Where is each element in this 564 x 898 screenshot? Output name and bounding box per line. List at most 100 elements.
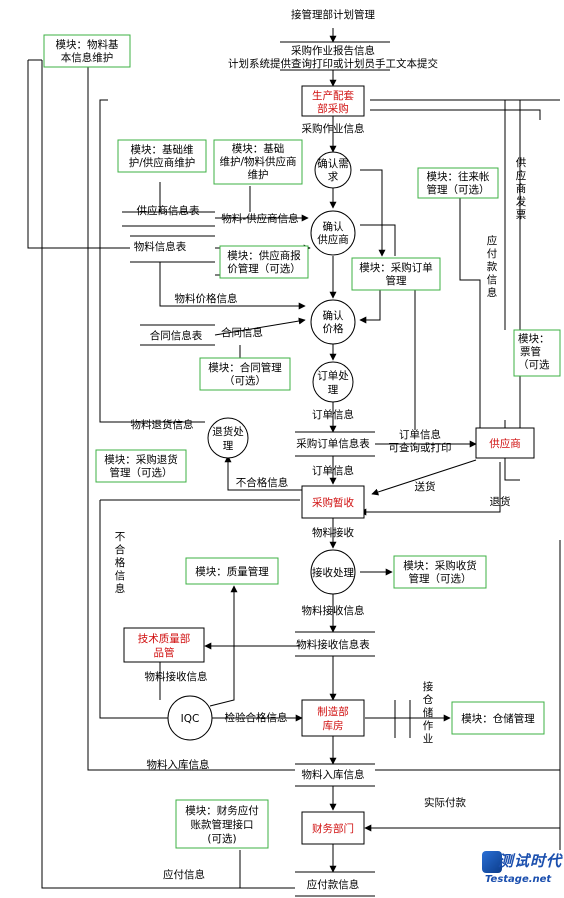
node-manufacturing-warehouse: 制造部 库房 <box>301 699 365 737</box>
svg-text:物料信息表: 物料信息表 <box>134 240 187 253</box>
svg-text:送货: 送货 <box>415 480 436 493</box>
module-finance-ap: 模块：财务应付 账款管理接口 (可选) <box>175 799 269 849</box>
node-production-procurement: 生产配套 部采购 <box>301 85 365 117</box>
module-receiving: 模块：采购收货 管理（可选） <box>393 555 487 589</box>
svg-text:（可选: （可选 <box>518 358 550 371</box>
process-label: 价格 <box>323 322 344 335</box>
process-return-processing: 退货处 理 <box>207 417 249 459</box>
svg-text:模块：供应商报: 模块：供应商报 <box>227 249 301 262</box>
svg-text:维护/物料供应商: 维护/物料供应商 <box>219 155 296 168</box>
watermark-logo-icon <box>482 851 502 873</box>
svg-text:合: 合 <box>115 543 126 556</box>
flow-labels: 接管理部计划管理 采购作业报告信息 计划系统提供查询打印或计划员手工文本提交 采… <box>115 8 527 891</box>
svg-text:应: 应 <box>487 234 498 247</box>
svg-text:供应商: 供应商 <box>489 437 521 450</box>
node-supplier: 供应商 <box>475 427 535 459</box>
module-contract: 模块：合同管理 （可选） <box>199 357 291 391</box>
connectors <box>27 28 561 897</box>
svg-text:本信息维护: 本信息维护 <box>61 51 114 64</box>
svg-text:物料价格信息: 物料价格信息 <box>175 292 238 305</box>
svg-text:生产配套: 生产配套 <box>312 89 354 102</box>
svg-text:付: 付 <box>487 247 498 260</box>
svg-text:模块：: 模块： <box>518 333 550 345</box>
svg-text:价管理（可选）: 价管理（可选） <box>227 262 301 275</box>
svg-text:商: 商 <box>516 182 527 195</box>
svg-text:品管: 品管 <box>154 646 175 659</box>
svg-text:模块：财务应付: 模块：财务应付 <box>185 804 259 817</box>
svg-text:物料退货信息: 物料退货信息 <box>131 418 194 431</box>
module-supplier-quote: 模块：供应商报 价管理（可选） <box>219 245 309 279</box>
process-label: 确认 <box>323 309 344 322</box>
svg-text:(可选): (可选) <box>207 832 236 845</box>
process-label: 确认 <box>323 220 344 233</box>
svg-text:部采购: 部采购 <box>317 102 349 115</box>
svg-text:管理（可选）: 管理（可选） <box>427 183 490 196</box>
svg-text:模块：质量管理: 模块：质量管理 <box>195 565 269 578</box>
svg-text:模块：采购订单: 模块：采购订单 <box>359 261 433 274</box>
process-iqc: IQC <box>167 695 213 741</box>
svg-text:技术质量部: 技术质量部 <box>138 632 191 645</box>
svg-text:合同信息表: 合同信息表 <box>150 329 203 342</box>
svg-text:退货: 退货 <box>490 495 511 508</box>
header-source: 接管理部计划管理 <box>291 8 375 21</box>
svg-text:模块：物料基: 模块：物料基 <box>56 38 119 51</box>
svg-text:款: 款 <box>487 260 498 273</box>
svg-text:票: 票 <box>516 209 527 221</box>
svg-text:管理: 管理 <box>386 274 407 287</box>
svg-text:不合格信息: 不合格信息 <box>236 476 289 489</box>
svg-text:可查询或打印: 可查询或打印 <box>389 441 452 454</box>
svg-text:物料-供应商信息: 物料-供应商信息 <box>221 212 298 225</box>
module-material-basic: 模块：物料基 本信息维护 <box>43 34 131 68</box>
svg-text:模块：往来帐: 模块：往来帐 <box>427 170 490 183</box>
header-report-2: 计划系统提供查询打印或计划员手工文本提交 <box>228 57 438 70</box>
process-label: 接收处理 <box>312 566 354 579</box>
process-label: 求 <box>328 171 339 183</box>
svg-text:维护: 维护 <box>248 168 269 181</box>
svg-text:订单信息: 订单信息 <box>399 428 441 441</box>
svg-text:应付信息: 应付信息 <box>163 868 205 881</box>
process-confirm-price: 确认 价格 <box>310 299 356 345</box>
svg-text:应付款信息: 应付款信息 <box>307 878 360 891</box>
process-receive-processing: 接收处理 <box>310 549 356 595</box>
svg-text:制造部: 制造部 <box>317 705 349 718</box>
process-label: 理 <box>328 384 339 396</box>
svg-text:模块：仓储管理: 模块：仓储管理 <box>461 712 535 725</box>
svg-text:接: 接 <box>423 680 434 693</box>
module-basic-supplier: 模块：基础维 护/供应商维护 <box>117 139 207 173</box>
process-label: 退货处 <box>212 425 244 438</box>
svg-text:物料入库信息: 物料入库信息 <box>147 758 210 771</box>
module-purchase-order: 模块：采购订单 管理 <box>351 257 441 291</box>
svg-text:模块：采购收货: 模块：采购收货 <box>403 559 477 572</box>
process-label: IQC <box>181 713 200 725</box>
svg-text:物料接收信息: 物料接收信息 <box>302 604 365 617</box>
watermark-title: 测试时代 <box>498 852 563 870</box>
svg-text:（可选）: （可选） <box>224 374 266 387</box>
svg-text:订单信息: 订单信息 <box>312 408 354 421</box>
process-label: 理 <box>223 440 234 452</box>
svg-text:合同信息: 合同信息 <box>221 326 263 339</box>
header-report-1: 采购作业报告信息 <box>291 44 375 57</box>
svg-text:物料接收: 物料接收 <box>312 526 354 539</box>
svg-text:模块：采购退货: 模块：采购退货 <box>104 453 178 466</box>
module-quality: 模块：质量管理 <box>185 557 279 585</box>
process-label: 供应商 <box>317 233 349 246</box>
svg-text:息: 息 <box>115 582 126 595</box>
module-return-goods: 模块：采购退货 管理（可选） <box>95 449 187 483</box>
svg-text:业: 业 <box>423 733 434 745</box>
svg-text:信: 信 <box>115 570 126 582</box>
module-warehouse: 模块：仓储管理 <box>451 701 545 735</box>
svg-text:物料接收信息: 物料接收信息 <box>145 670 208 683</box>
svg-text:息: 息 <box>487 286 498 299</box>
svg-text:护/供应商维护: 护/供应商维护 <box>129 156 196 169</box>
svg-text:储: 储 <box>423 706 434 719</box>
module-invoice: 模块： 票管 （可选 <box>513 329 561 377</box>
watermark-url: Testage.net <box>485 874 552 885</box>
svg-text:采购作业信息: 采购作业信息 <box>302 122 365 135</box>
module-accounts: 模块：往来帐 管理（可选） <box>417 167 499 199</box>
node-tech-quality: 技术质量部 品管 <box>123 627 205 663</box>
svg-text:仓: 仓 <box>423 693 434 706</box>
svg-text:采购订单信息表: 采购订单信息表 <box>296 437 370 450</box>
process-confirm-demand: 确认需 求 <box>314 151 352 189</box>
svg-text:财务部门: 财务部门 <box>312 822 354 835</box>
svg-text:物料入库信息: 物料入库信息 <box>302 768 365 781</box>
